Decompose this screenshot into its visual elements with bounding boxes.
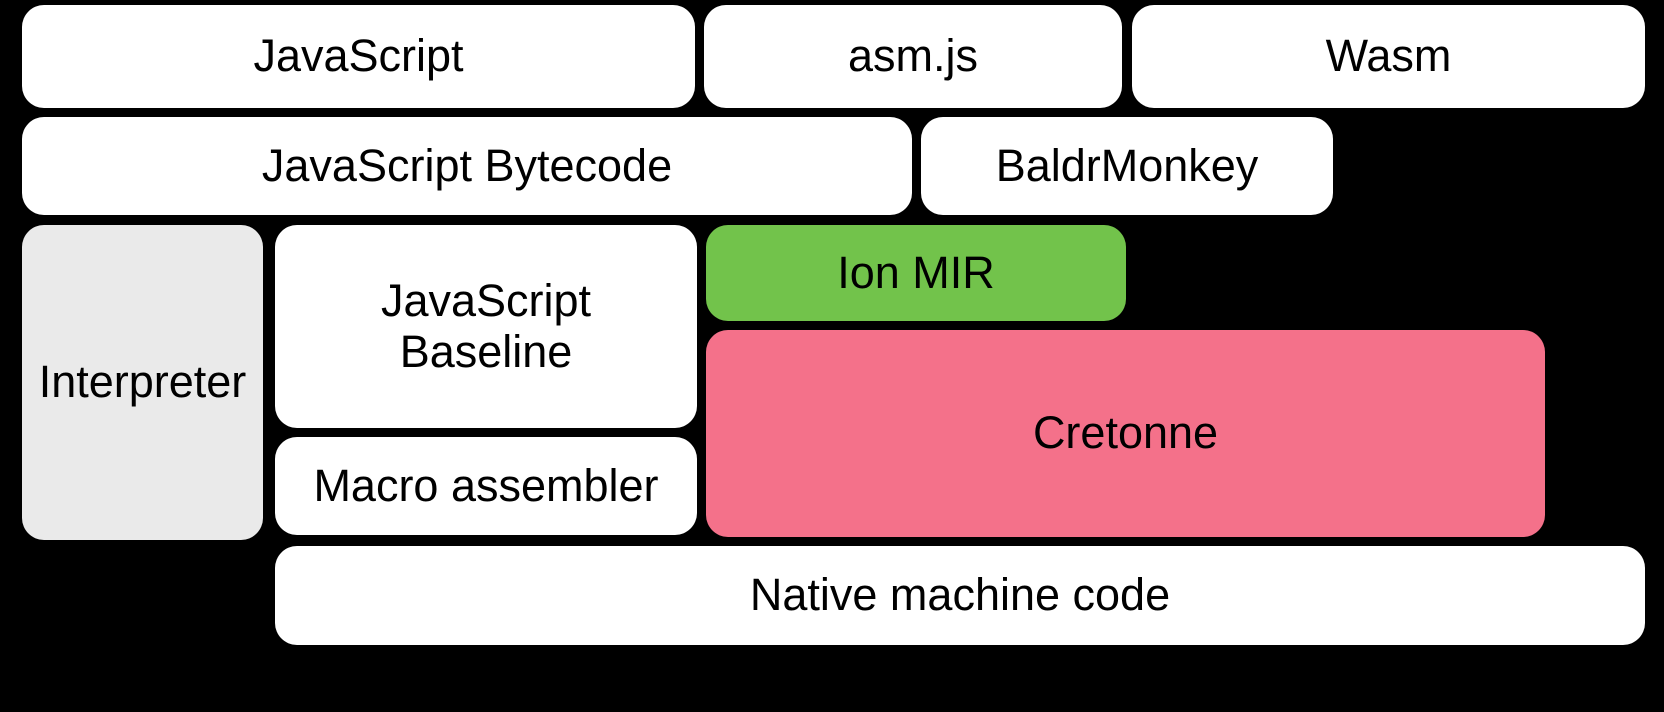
box-wasm: Wasm <box>1132 5 1645 108</box>
box-cretonne: Cretonne <box>706 330 1545 537</box>
box-asm-js: asm.js <box>704 5 1122 108</box>
box-ion-mir: Ion MIR <box>706 225 1126 321</box>
box-native-machine-code: Native machine code <box>275 546 1645 645</box>
box-interpreter: Interpreter <box>22 225 263 540</box>
box-javascript-baseline: JavaScript Baseline <box>275 225 697 428</box>
box-javascript: JavaScript <box>22 5 695 108</box>
box-javascript-bytecode: JavaScript Bytecode <box>22 117 912 215</box>
box-baldrmonkey: BaldrMonkey <box>921 117 1333 215</box>
box-macro-assembler: Macro assembler <box>275 437 697 535</box>
